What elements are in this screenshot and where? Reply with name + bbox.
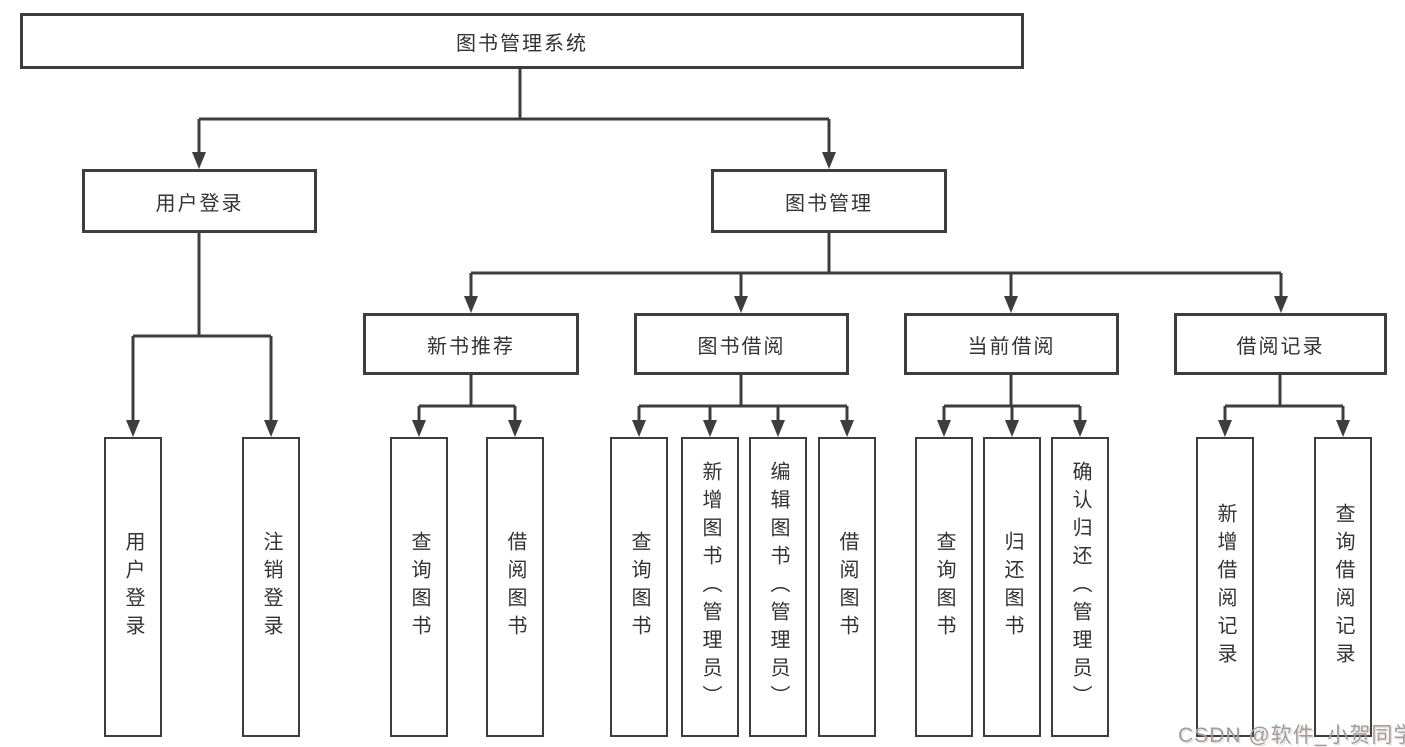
node-user-login-leaf: 用户登录 — [104, 437, 162, 737]
node-query-borrow-record-leaf: 查询借阅记录 — [1314, 437, 1372, 737]
node-label: 查询图书 — [933, 531, 955, 643]
node-label: 注销登录 — [260, 531, 282, 643]
node-borrow-books-leaf: 借阅图书 — [486, 437, 544, 737]
node-query-books-leaf: 查询图书 — [915, 437, 973, 737]
node-label: 借阅图书 — [836, 531, 858, 643]
node-user-login: 用户登录 — [82, 169, 317, 233]
node-label: 新增借阅记录 — [1214, 503, 1236, 671]
node-return-books-leaf: 归还图书 — [983, 437, 1041, 737]
node-new-book-recommend: 新书推荐 — [363, 313, 579, 375]
node-label: 查询借阅记录 — [1332, 503, 1354, 671]
node-label: 当前借阅 — [967, 335, 1056, 358]
node-label: 编辑图书（管理员） — [767, 461, 789, 713]
node-add-books-admin-leaf: 新增图书（管理员） — [681, 437, 739, 737]
node-query-books-leaf: 查询图书 — [390, 437, 448, 737]
node-book-borrow: 图书借阅 — [634, 313, 849, 375]
node-label: 图书管理系统 — [456, 32, 588, 55]
node-label: 用户登录 — [122, 531, 144, 643]
csdn-watermark: CSDN @软件_小贺同学 — [1178, 724, 1405, 747]
node-label: 查询图书 — [628, 531, 650, 643]
node-label: 归还图书 — [1001, 531, 1023, 643]
node-logout-leaf: 注销登录 — [242, 437, 300, 737]
node-label: 借阅图书 — [504, 531, 526, 643]
node-book-management: 图书管理 — [711, 169, 947, 233]
node-label: 确认归还（管理员） — [1069, 461, 1091, 713]
node-edit-books-admin-leaf: 编辑图书（管理员） — [749, 437, 807, 737]
node-query-books-leaf: 查询图书 — [610, 437, 668, 737]
node-label: 图书管理 — [785, 192, 873, 215]
node-label: 查询图书 — [408, 531, 430, 643]
node-label: 图书借阅 — [697, 335, 786, 358]
node-label: 新增图书（管理员） — [699, 461, 721, 713]
node-confirm-return-admin-leaf: 确认归还（管理员） — [1051, 437, 1109, 737]
arrowheads — [126, 152, 1350, 437]
node-borrow-books-leaf: 借阅图书 — [818, 437, 876, 737]
node-label: 借阅记录 — [1236, 335, 1325, 358]
node-borrow-records: 借阅记录 — [1174, 313, 1387, 375]
node-current-borrow: 当前借阅 — [904, 313, 1119, 375]
node-label: 新书推荐 — [427, 335, 515, 358]
node-library-management-system: 图书管理系统 — [20, 13, 1024, 69]
node-add-borrow-record-leaf: 新增借阅记录 — [1196, 437, 1254, 737]
node-label: 用户登录 — [155, 192, 244, 215]
